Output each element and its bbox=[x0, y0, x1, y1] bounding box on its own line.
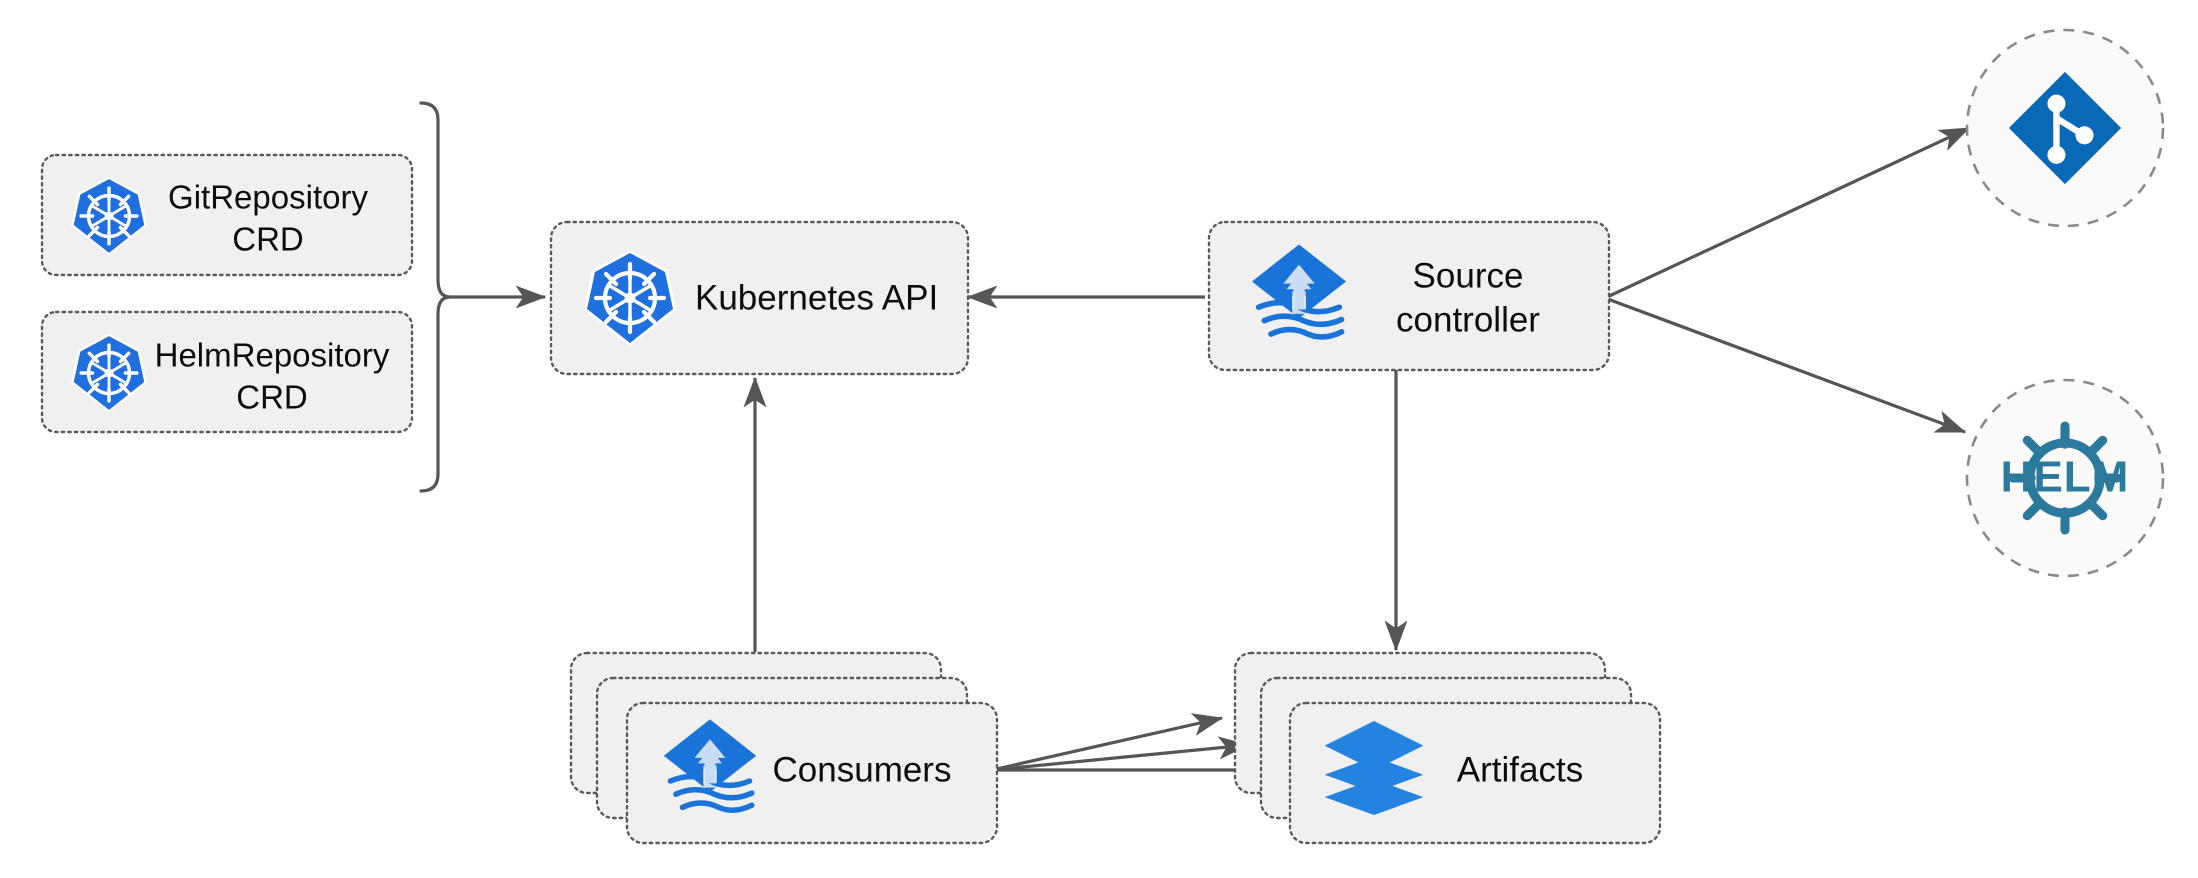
node-consumers[interactable]: Consumers bbox=[569, 651, 999, 845]
node-kubernetes-api[interactable]: Kubernetes API bbox=[549, 220, 970, 376]
node-git-source[interactable] bbox=[1965, 28, 2165, 228]
node-git-repository-crd[interactable]: GitRepository CRD bbox=[40, 153, 414, 277]
artifacts-label: Artifacts bbox=[1457, 750, 1583, 789]
node-helm-repository-crd[interactable]: HelmRepository CRD bbox=[40, 310, 414, 434]
node-artifacts[interactable]: Artifacts bbox=[1233, 651, 1662, 845]
helm-logo-text: HELM bbox=[2001, 453, 2130, 502]
git-repository-crd-label-line1: GitRepository bbox=[168, 179, 368, 216]
helm-repository-crd-label-line2: CRD bbox=[236, 379, 308, 416]
node-source-controller[interactable]: Source controller bbox=[1207, 220, 1611, 372]
node-helm-source[interactable]: HELM bbox=[1965, 378, 2165, 578]
edge-source-controller-to-helm bbox=[1604, 296, 1967, 434]
edge-consumers-to-artifacts-1 bbox=[991, 713, 1224, 772]
crd-group-bracket bbox=[419, 101, 452, 493]
edge-source-controller-to-git bbox=[1604, 126, 1971, 300]
kubernetes-api-label: Kubernetes API bbox=[695, 278, 938, 317]
git-repository-crd-label-line2: CRD bbox=[232, 221, 304, 258]
edge-consumers-to-artifacts-2 bbox=[991, 736, 1250, 772]
consumers-label: Consumers bbox=[773, 750, 952, 789]
source-controller-label-line2: controller bbox=[1396, 300, 1540, 339]
source-controller-label-line1: Source bbox=[1413, 256, 1524, 295]
helm-repository-crd-label-line1: HelmRepository bbox=[155, 337, 390, 374]
